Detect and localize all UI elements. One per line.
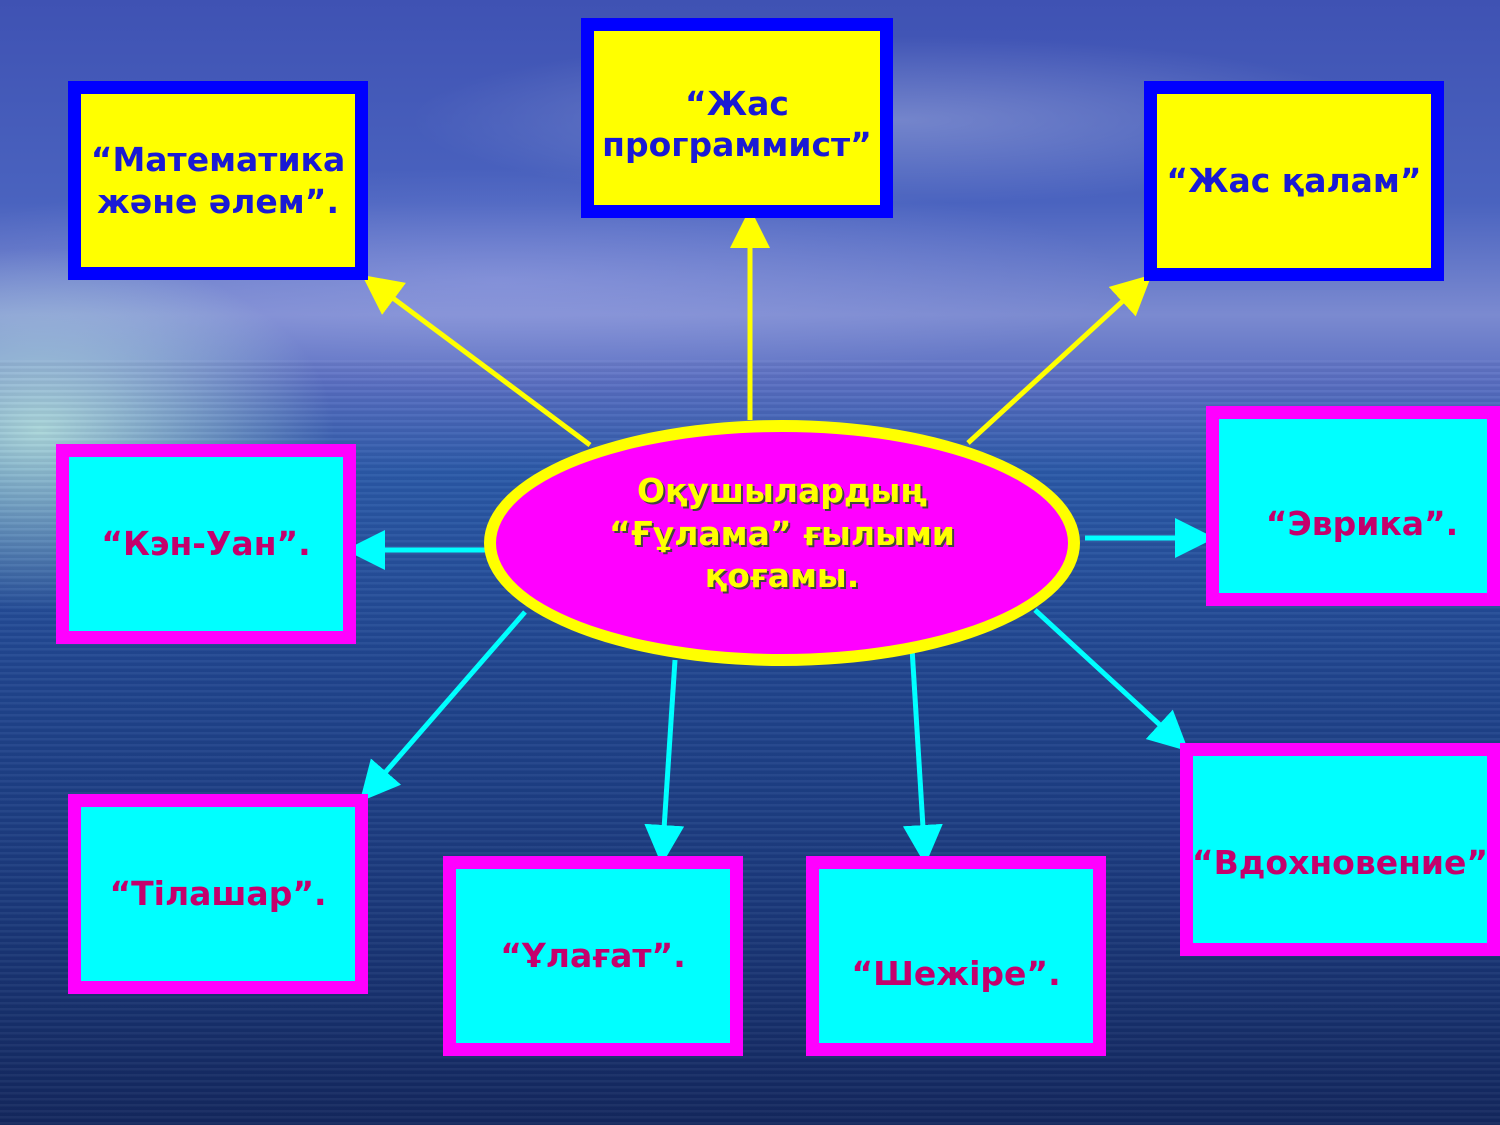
center-ellipse: Оқушылардың “Ғұлама” ғылыми қоғамы. [484,420,1080,666]
box-vdokhnovenie-label: “Вдохновение” [1191,843,1489,882]
arrow-to-zhas-qalam [966,274,1152,445]
box-zhas-qalam-label: “Жас қалам” [1166,161,1422,201]
box-ulagat: “Ұлағат”. [443,856,743,1056]
arrow-to-vdokhnovenie [1033,608,1189,752]
arrow-to-tilashar [359,610,527,802]
box-kan-uan-label: “Кэн-Уан”. [101,524,311,564]
box-evrika-label: “Эврика”. [1265,504,1459,543]
box-vdokhnovenie: “Вдохновение” [1180,743,1500,956]
arrow-to-shezhire [902,647,943,865]
arrow-to-matematika [361,275,592,448]
box-tilashar-label: “Тілашар”. [109,874,327,914]
box-evrika: “Эврика”. [1206,406,1500,606]
box-kan-uan: “Кэн-Уан”. [56,444,356,644]
center-label: Оқушылардың “Ғұлама” ғылыми қоғамы. [609,470,955,596]
box-ulagat-label: “Ұлағат”. [500,936,686,976]
box-shezhire: “Шежіре”. [806,856,1106,1056]
arrow-to-ulagat [644,659,685,865]
box-matematika: “Математика және әлем”. [68,81,368,280]
box-zhas-programmist-label: “Жас программист” [602,84,872,165]
box-zhas-qalam: “Жас қалам” [1144,81,1444,281]
box-matematika-label: “Математика және әлем”. [90,140,346,221]
box-zhas-programmist: “Жас программист” [581,18,893,218]
box-tilashar: “Тілашар”. [68,794,368,994]
box-shezhire-label: “Шежіре”. [851,954,1061,993]
